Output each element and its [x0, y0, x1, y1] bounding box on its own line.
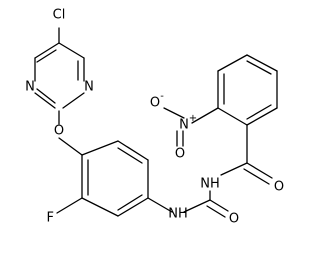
chlorine-label: Cl: [53, 8, 66, 23]
charge-minus-label: -: [160, 91, 164, 102]
chloropyrimidine-ring: [34, 27, 85, 156]
chemical-structure: Cl N N O F NH NH O O N + O - O: [25, 8, 284, 227]
bond: [34, 92, 56, 109]
bond: [217, 54, 248, 72]
bond: [246, 54, 278, 72]
nitrobenzene-ring: [217, 54, 278, 126]
bond: [117, 140, 149, 161]
fluorophenyl-ring: [56, 140, 149, 217]
aniline-nh-label: NH: [168, 207, 188, 222]
ether-oxygen-label: O: [54, 124, 64, 139]
bond: [34, 42, 60, 59]
bond: [217, 107, 248, 126]
bond: [147, 197, 173, 213]
nitro-group: [163, 107, 219, 147]
bond: [183, 199, 211, 213]
bond: [246, 162, 273, 179]
bond: [163, 107, 185, 119]
bond: [81, 197, 119, 217]
bond: [117, 194, 143, 211]
pyrimidine-nitrogen-label: N: [84, 80, 94, 95]
bond: [246, 104, 272, 120]
amide-nh-label: NH: [200, 177, 220, 192]
bond: [58, 42, 85, 59]
nitro-oxygen-label: O: [175, 147, 185, 162]
bond: [56, 197, 83, 214]
bond: [117, 147, 143, 164]
bond: [58, 137, 83, 156]
charge-plus-label: +: [189, 113, 197, 124]
pyrimidine-nitrogen-label: N: [25, 80, 35, 95]
bond: [243, 168, 270, 185]
bond: [209, 199, 229, 212]
benzoyl-carbonyl: [220, 124, 273, 185]
bond: [246, 60, 272, 75]
fluorine-label: F: [47, 211, 54, 226]
nitro-oxygen-label: O: [150, 96, 160, 111]
bond: [36, 88, 56, 104]
bond: [62, 92, 85, 109]
bond: [191, 107, 219, 124]
nitro-nitrogen-label: N: [179, 118, 189, 133]
bond: [246, 107, 278, 126]
benzoyl-oxygen-label: O: [274, 180, 284, 195]
bond: [117, 197, 149, 217]
urea-oxygen-label: O: [229, 212, 239, 227]
urea-linker: [147, 190, 229, 218]
bond: [206, 205, 226, 218]
bond: [36, 49, 57, 63]
bond: [220, 162, 248, 176]
atom-labels: Cl N N O F NH NH O O N + O - O: [25, 8, 284, 227]
bond: [81, 140, 119, 156]
